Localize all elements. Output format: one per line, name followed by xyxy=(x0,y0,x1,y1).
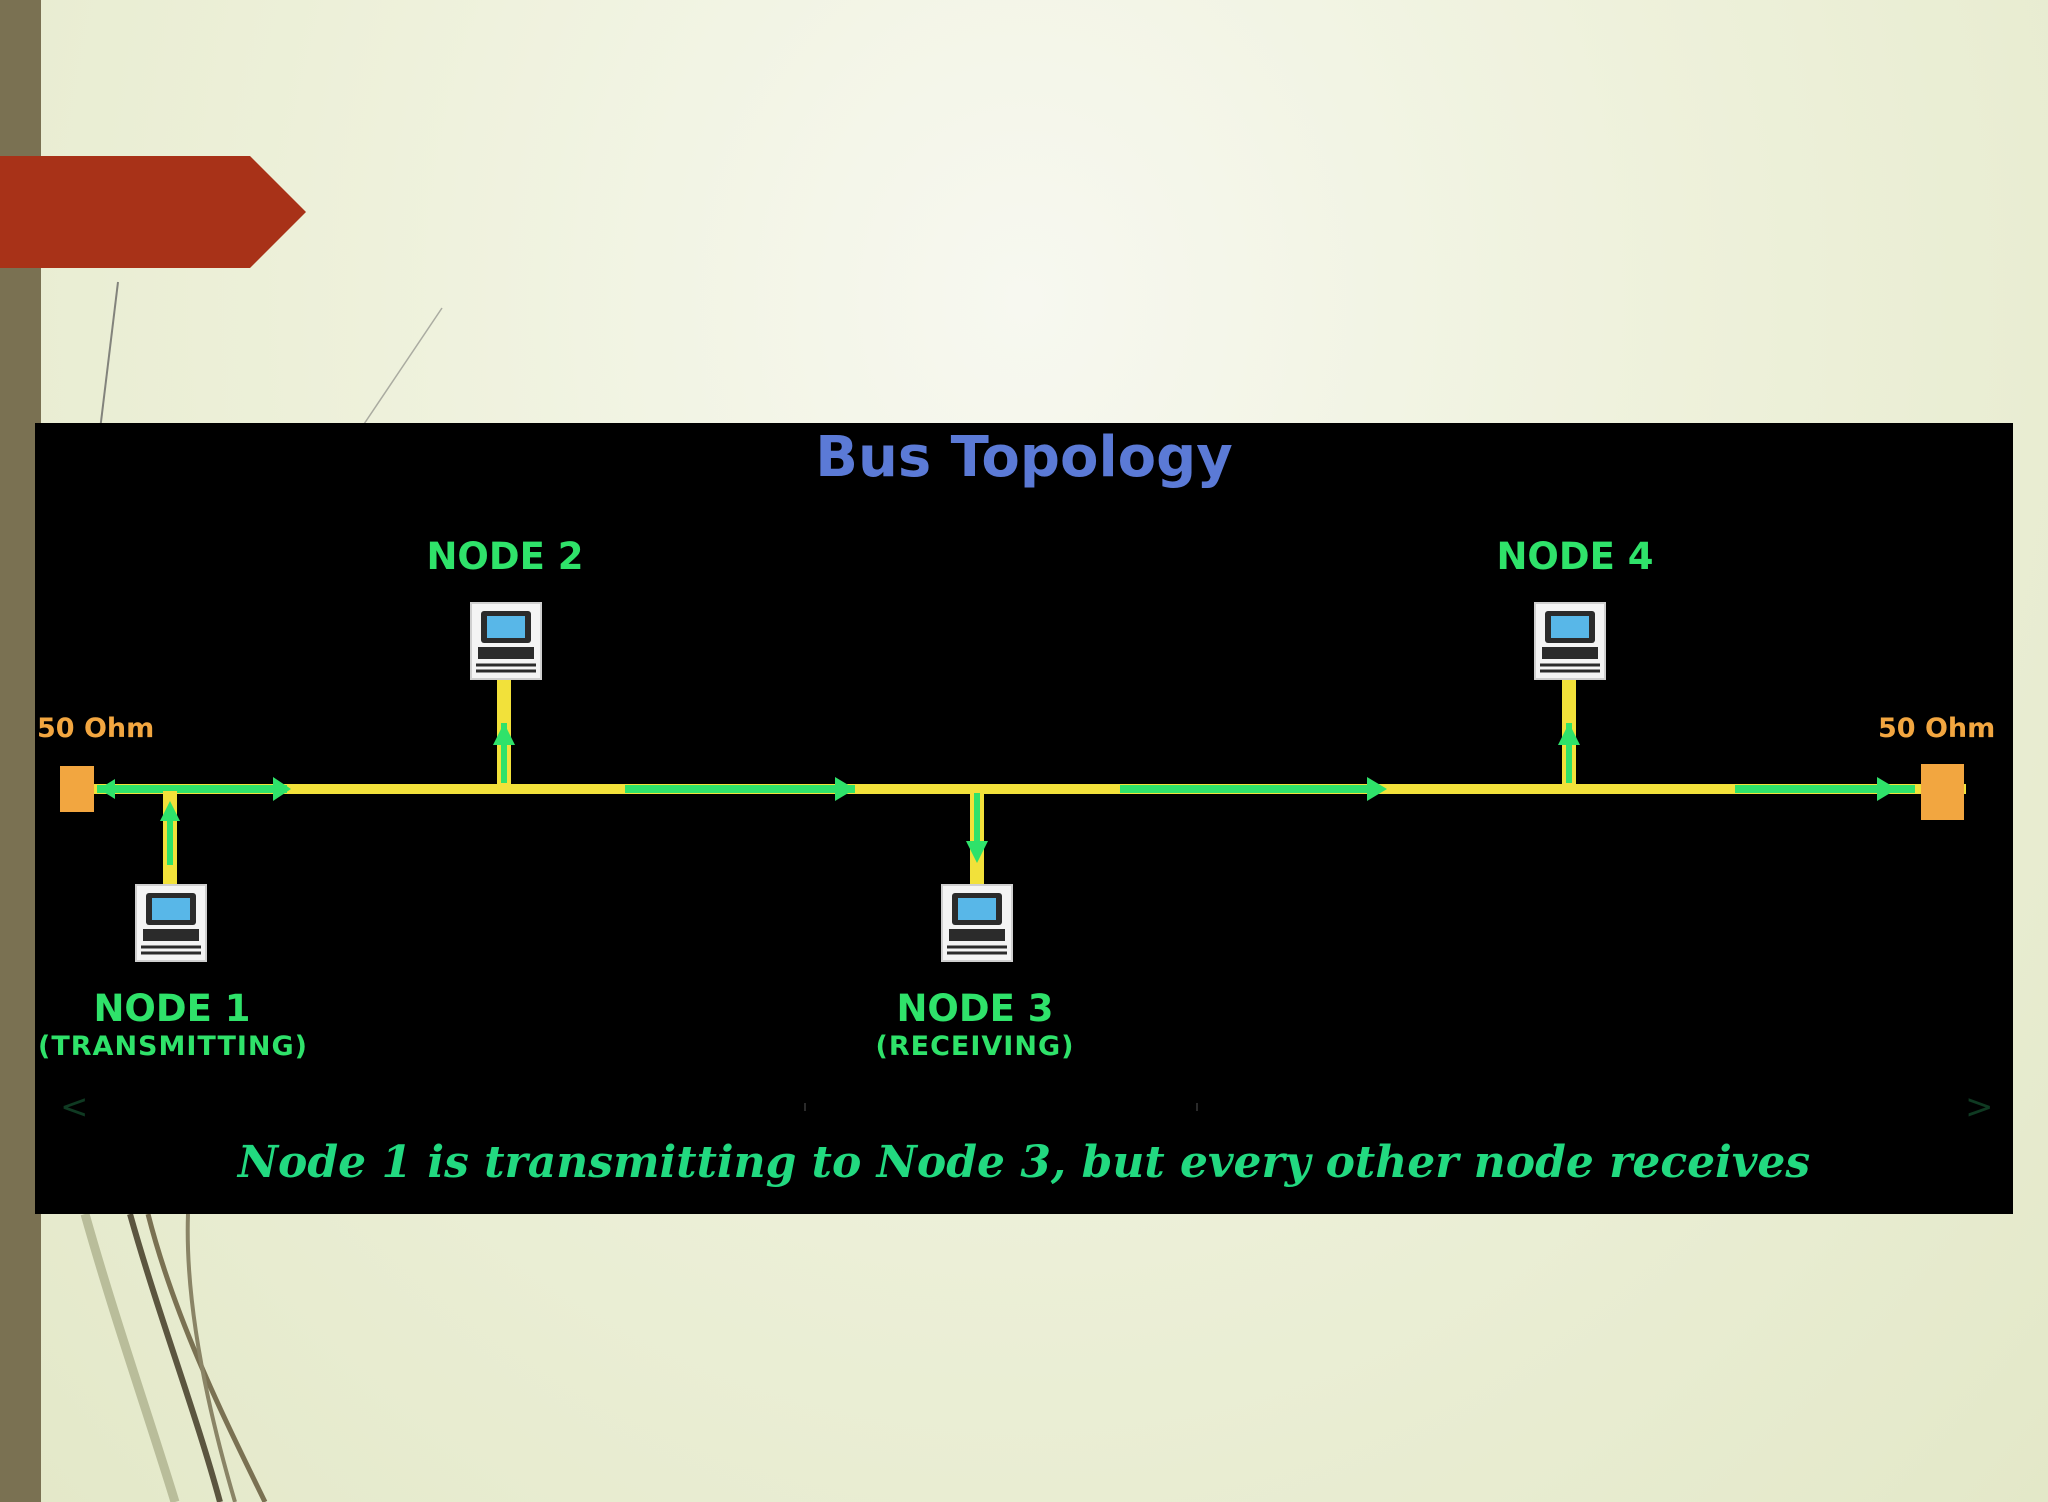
terminator-icon xyxy=(60,766,94,812)
terminator-left-label: 50 Ohm xyxy=(37,713,155,744)
terminator-right-label: 50 Ohm xyxy=(1878,713,1996,744)
node-1-role: (TRANSMITTING) xyxy=(38,1031,308,1062)
diagram-title: Bus Topology xyxy=(815,425,1233,490)
computer-icon xyxy=(469,601,543,681)
bus-topology-diagram: Bus Topology NODE 2 NODE 4 NODE 1 (TRANS… xyxy=(35,423,2013,1214)
arrow-left-icon xyxy=(99,779,115,799)
next-arrow-icon[interactable]: > xyxy=(1965,1087,1994,1127)
arrow-right-icon xyxy=(1877,777,1897,801)
computer-icon xyxy=(1533,601,1607,681)
bus-cable xyxy=(81,784,1966,794)
prev-arrow-icon[interactable]: < xyxy=(60,1087,89,1127)
node-3-label: NODE 3 xyxy=(896,987,1054,1030)
node-4-label: NODE 4 xyxy=(1496,535,1654,578)
arrow-right-icon xyxy=(273,777,291,801)
terminator-icon xyxy=(1921,764,1964,820)
accent-tab xyxy=(0,156,306,268)
drop-cable-node-2 xyxy=(493,680,515,786)
arrow-right-icon xyxy=(835,777,855,801)
computer-icon xyxy=(940,883,1014,963)
node-1-label: NODE 1 xyxy=(93,987,251,1030)
arrow-right-icon xyxy=(1367,777,1387,801)
diagram-caption: Node 1 is transmitting to Node 3, but ev… xyxy=(237,1137,1811,1188)
computer-icon xyxy=(134,883,208,963)
drop-cable-node-1 xyxy=(160,791,180,905)
node-2-label: NODE 2 xyxy=(426,535,584,578)
bus-signal xyxy=(97,785,1915,793)
node-3-role: (RECEIVING) xyxy=(875,1031,1075,1062)
drop-cable-node-3 xyxy=(966,791,988,903)
drop-cable-node-4 xyxy=(1558,680,1580,786)
